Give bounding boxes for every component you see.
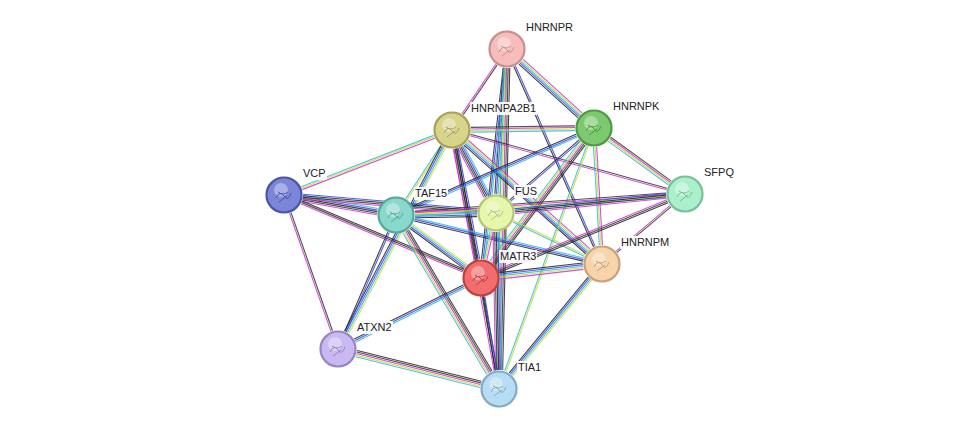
interaction-edge bbox=[403, 230, 492, 375]
evidence-strand bbox=[355, 286, 464, 340]
node-circle bbox=[462, 259, 500, 297]
interaction-edge bbox=[484, 231, 494, 260]
evidence-strand bbox=[408, 230, 492, 371]
evidence-strand bbox=[500, 265, 583, 275]
protein-node: HNRNPR bbox=[488, 30, 526, 68]
evidence-strand bbox=[345, 232, 388, 331]
protein-label: HNRNPK bbox=[612, 100, 660, 113]
evidence-strand bbox=[510, 278, 589, 374]
node-circle bbox=[319, 330, 357, 368]
evidence-strand bbox=[354, 285, 463, 339]
evidence-strand bbox=[611, 137, 671, 181]
evidence-strand bbox=[471, 129, 575, 130]
interaction-edge bbox=[301, 135, 435, 189]
evidence-strand bbox=[512, 279, 591, 375]
node-circle bbox=[583, 245, 621, 283]
node-circle bbox=[265, 176, 303, 214]
protein-label: TIA1 bbox=[517, 361, 542, 374]
node-circle bbox=[666, 175, 704, 213]
evidence-strand bbox=[487, 232, 493, 260]
evidence-strand bbox=[357, 352, 481, 383]
evidence-strand bbox=[302, 201, 377, 214]
evidence-strand bbox=[357, 350, 481, 381]
evidence-strand bbox=[471, 131, 575, 132]
protein-label: ATXN2 bbox=[356, 321, 393, 334]
node-circle bbox=[488, 30, 526, 68]
interaction-edge bbox=[509, 277, 592, 376]
node-circle bbox=[477, 194, 515, 232]
evidence-strand bbox=[356, 354, 480, 385]
evidence-strand bbox=[346, 233, 389, 332]
evidence-strand bbox=[498, 200, 667, 270]
interaction-edge bbox=[500, 263, 584, 279]
evidence-strand bbox=[471, 127, 575, 128]
protein-label: HNRNPA2B1 bbox=[470, 102, 537, 115]
evidence-strand bbox=[610, 139, 670, 183]
evidence-strand bbox=[485, 297, 497, 370]
evidence-strand bbox=[356, 288, 465, 342]
evidence-strand bbox=[407, 231, 491, 372]
node-circle bbox=[575, 109, 613, 147]
evidence-strand bbox=[616, 206, 670, 252]
protein-node: HNRNPA2B1 bbox=[433, 111, 471, 149]
interaction-edge bbox=[483, 297, 496, 371]
evidence-strand bbox=[403, 233, 487, 374]
evidence-strand bbox=[485, 232, 491, 260]
protein-node: HNRNPK bbox=[575, 109, 613, 147]
evidence-strand bbox=[302, 138, 435, 189]
evidence-strand bbox=[608, 141, 668, 185]
evidence-strand bbox=[513, 280, 592, 376]
protein-node: ATXN2 bbox=[319, 330, 357, 368]
evidence-strand bbox=[356, 357, 480, 388]
evidence-strand bbox=[471, 126, 575, 127]
evidence-strand bbox=[415, 217, 477, 218]
protein-node: FUS bbox=[477, 194, 515, 232]
protein-node: TAF15 bbox=[377, 196, 415, 234]
protein-node: HNRNPM bbox=[583, 245, 621, 283]
protein-label: FUS bbox=[514, 185, 538, 198]
protein-label: SFPQ bbox=[703, 166, 735, 179]
evidence-strand bbox=[458, 148, 480, 259]
node-circle bbox=[480, 370, 518, 408]
node-circle bbox=[433, 111, 471, 149]
interaction-edge bbox=[415, 193, 666, 216]
evidence-strand bbox=[290, 213, 331, 331]
protein-label: MATR3 bbox=[499, 250, 537, 263]
evidence-strand bbox=[500, 263, 583, 273]
evidence-strand bbox=[609, 140, 669, 184]
protein-label: HNRNPR bbox=[525, 21, 574, 34]
evidence-strand bbox=[509, 277, 588, 373]
protein-label: VCP bbox=[302, 167, 327, 180]
evidence-strand bbox=[483, 297, 495, 370]
interaction-edge bbox=[354, 285, 464, 342]
evidence-strand bbox=[302, 137, 435, 188]
evidence-strand bbox=[291, 213, 332, 331]
protein-label: HNRNPM bbox=[620, 236, 670, 249]
interaction-edge bbox=[608, 137, 671, 185]
evidence-strand bbox=[406, 231, 490, 372]
evidence-strand bbox=[484, 231, 490, 259]
interaction-edge bbox=[471, 126, 575, 132]
protein-node: VCP bbox=[265, 176, 303, 214]
node-circle bbox=[377, 196, 415, 234]
protein-node: MATR3 bbox=[462, 259, 500, 297]
evidence-strand bbox=[301, 135, 434, 186]
interaction-edge bbox=[290, 213, 333, 332]
evidence-strand bbox=[356, 355, 480, 386]
protein-node: SFPQ bbox=[666, 175, 704, 213]
evidence-strand bbox=[617, 207, 671, 253]
interaction-edge bbox=[616, 206, 671, 253]
interaction-edge bbox=[345, 232, 389, 332]
evidence-strand bbox=[404, 232, 488, 373]
protein-node: TIA1 bbox=[480, 370, 518, 408]
protein-label: TAF15 bbox=[414, 187, 448, 200]
interaction-edge bbox=[356, 350, 482, 387]
